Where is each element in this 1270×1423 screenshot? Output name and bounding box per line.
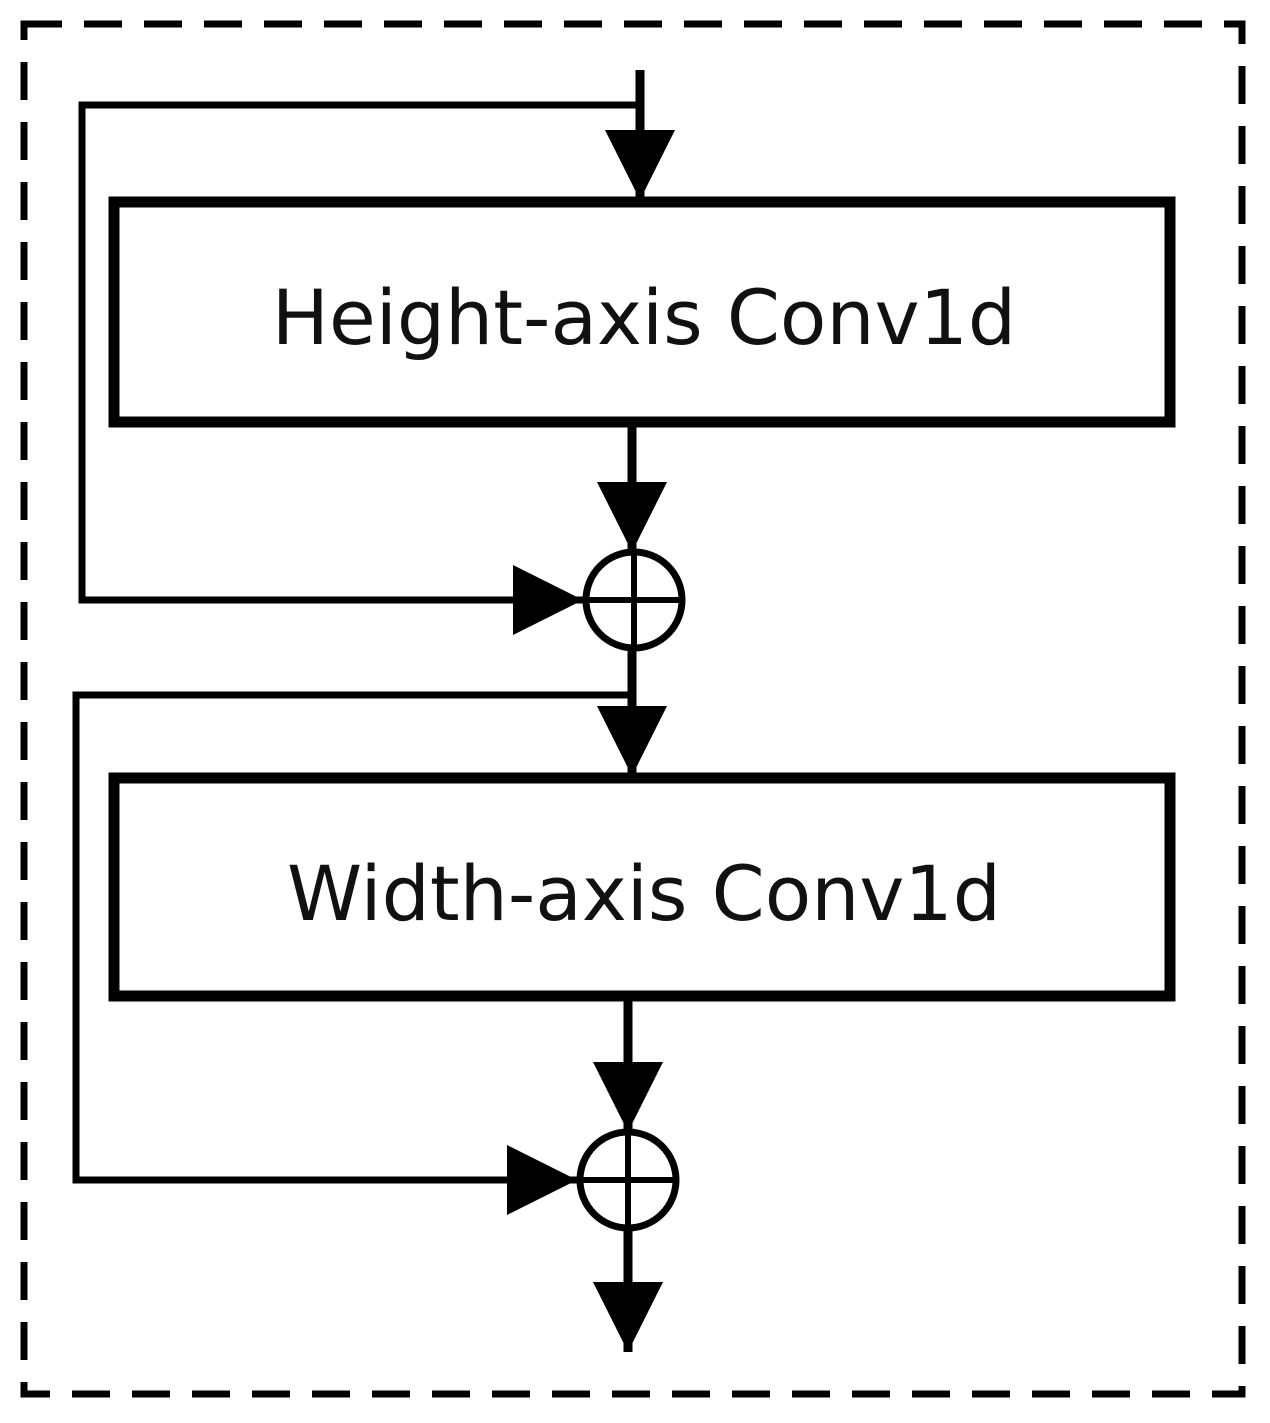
block-height-axis: Height-axis Conv1d: [108, 196, 1176, 428]
add-operator-1: [582, 548, 686, 652]
block-label-height-axis: Height-axis Conv1d: [272, 273, 1016, 362]
residual-path-2: [72, 691, 632, 1215]
add-operator-2: [576, 1128, 680, 1232]
block-width-axis: Width-axis Conv1d: [108, 772, 1176, 1002]
module-boundary: [20, 20, 1246, 1398]
block-label-width-axis: Width-axis Conv1d: [287, 849, 1001, 938]
residual-path-1: [78, 101, 640, 635]
